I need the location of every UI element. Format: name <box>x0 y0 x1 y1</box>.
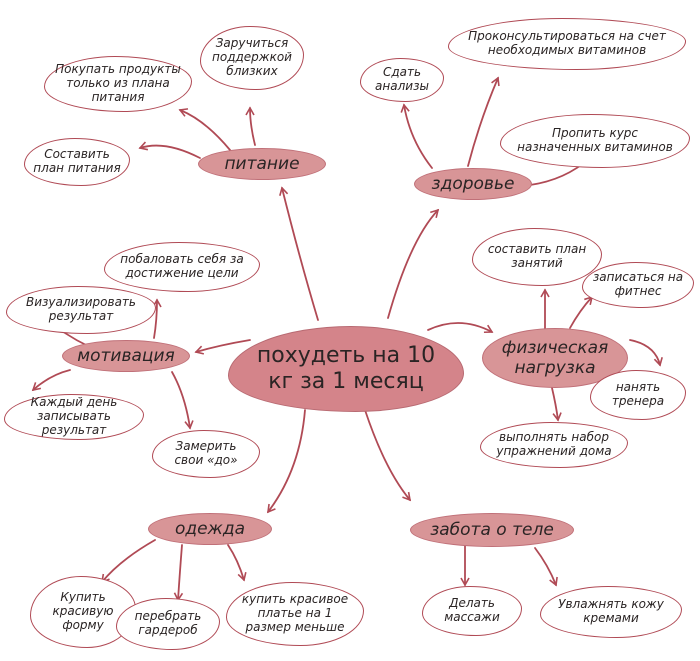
branch-body-care: забота о теле <box>410 513 574 547</box>
arrow-sign-up-fitness <box>569 295 594 329</box>
leaf-massage: Делать массажи <box>422 586 522 636</box>
arrow-to-body-care <box>364 409 412 502</box>
arrow-sort-wardrobe <box>173 544 184 602</box>
leaf-moisturize: Увлажнять кожу кремами <box>540 586 682 638</box>
arrow-take-tests <box>400 103 433 169</box>
arrow-to-nutrition <box>279 186 319 321</box>
leaf-sort-wardrobe: перебрать гардероб <box>116 598 220 650</box>
arrow-make-plan <box>138 141 201 159</box>
leaf-measure: Замерить свои «до» <box>152 430 260 478</box>
leaf-daily-record: Каждый день записывать результат <box>4 394 144 440</box>
leaf-buy-beautiful: Купить красивую форму <box>30 576 136 648</box>
arrow-daily-record <box>31 369 71 392</box>
leaf-consult-vitamins: Проконсультироваться на счет необходимых… <box>448 18 686 70</box>
arrow-to-fitness <box>427 322 494 334</box>
leaf-buy-dress: купить красивое платье на 1 размер меньш… <box>226 582 364 646</box>
branch-clothes: одежда <box>148 513 272 545</box>
leaf-drink-vitamins: Пропить курс назначенных витаминов <box>500 114 690 168</box>
arrow-to-health <box>387 208 440 319</box>
arrow-to-clothes <box>267 409 306 514</box>
arrow-consult-vitamins <box>467 76 500 167</box>
arrow-moisturize <box>534 547 558 587</box>
leaf-buy-products: Покупать продукты только из плана питани… <box>44 56 192 112</box>
branch-motivation: мотивация <box>62 340 190 372</box>
branch-health: здоровье <box>414 168 532 200</box>
arrow-buy-products <box>178 108 231 151</box>
leaf-reward-self: побаловать себя за достижение цели <box>104 242 260 292</box>
branch-nutrition: питание <box>198 148 326 180</box>
leaf-take-tests: Сдать анализы <box>360 58 444 102</box>
arrow-get-support <box>245 106 256 146</box>
arrow-buy-dress <box>227 544 247 582</box>
arrow-hire-trainer <box>629 339 663 367</box>
leaf-sign-up-fitness: записаться на фитнес <box>582 262 694 308</box>
leaf-get-support: Заручиться поддержкой близких <box>200 26 304 90</box>
leaf-home-exercises: выполнять набор упражнений дома <box>480 422 628 468</box>
arrow-reward-self <box>152 298 162 339</box>
central-goal: похудеть на 10 кг за 1 месяц <box>228 326 464 412</box>
arrow-to-motivation <box>194 339 251 355</box>
leaf-schedule: составить план занятий <box>472 228 602 286</box>
leaf-visualize: Визуализировать результат <box>6 286 156 334</box>
arrow-home-exercises <box>551 387 562 422</box>
leaf-make-plan: Составить план питания <box>24 138 130 186</box>
leaf-hire-trainer: нанять тренера <box>590 370 686 420</box>
arrow-measure <box>171 371 194 430</box>
arrow-buy-beautiful <box>100 539 156 584</box>
